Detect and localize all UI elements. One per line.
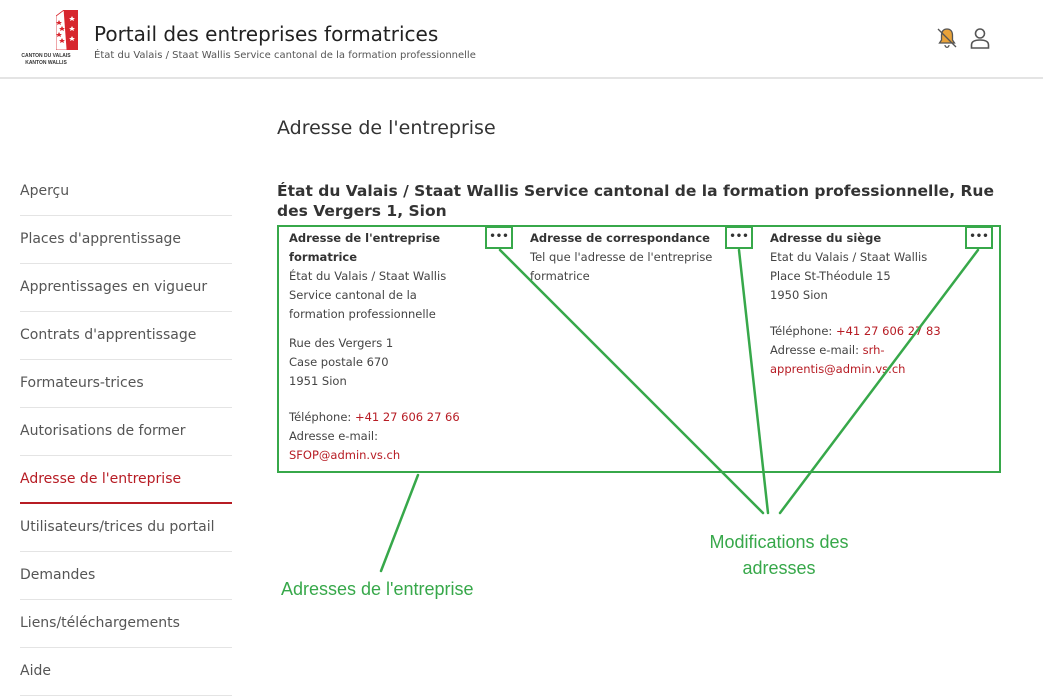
annotation-addresses: Adresses de l'entreprise [281, 579, 474, 599]
annotation-modifications: Modifications des adresses [709, 532, 849, 578]
company-heading: État du Valais / Staat Wallis Service ca… [277, 182, 994, 220]
sidebar-item-autorisations[interactable]: Autorisations de former [20, 408, 232, 456]
address-card-siege: Adresse du siège Etat du Valais / Staat … [770, 229, 970, 379]
bell-icon[interactable] [935, 26, 959, 50]
sidebar-item-apprentissages[interactable]: Apprentissages en vigueur [20, 264, 232, 312]
more-options-button-correspondance[interactable]: ••• [725, 226, 753, 249]
sidebar-item-apercu[interactable]: Aperçu [20, 168, 232, 216]
sidebar-item-aide[interactable]: Aide [20, 648, 232, 696]
address-card-correspondance: Adresse de correspondance Tel que l'adre… [530, 229, 730, 286]
card-street: Place St-Théodule 15 [770, 269, 891, 283]
email-label: Adresse e-mail: [770, 343, 859, 357]
card-city: 1950 Sion [770, 288, 828, 302]
card-title: Adresse de correspondance [530, 231, 710, 245]
card-title: Adresse du siège [770, 231, 882, 245]
sidebar-item-demandes[interactable]: Demandes [20, 552, 232, 600]
page-title: Adresse de l'entreprise [277, 117, 496, 139]
app-title: Portail des entreprises formatrices [94, 22, 439, 46]
email-link[interactable]: SFOP@admin.vs.ch [289, 448, 401, 462]
logo-text-de: KANTON WALLIS [25, 60, 67, 66]
sidebar-item-utilisateurs[interactable]: Utilisateurs/trices du portail [20, 504, 232, 552]
card-city: 1951 Sion [289, 374, 347, 388]
sidebar-item-contrats[interactable]: Contrats d'apprentissage [20, 312, 232, 360]
sidebar-nav: Aperçu Places d'apprentissage Apprentiss… [20, 168, 232, 696]
more-options-button-siege[interactable]: ••• [965, 226, 993, 249]
email-link[interactable]: srh-apprentis@admin.vs.ch [770, 343, 906, 376]
user-icon[interactable] [968, 26, 992, 50]
phone-label: Téléphone: [289, 410, 352, 424]
email-label: Adresse e-mail: [289, 429, 378, 443]
app-subtitle: État du Valais / Staat Wallis Service ca… [94, 50, 476, 61]
more-options-button-formatrice[interactable]: ••• [485, 226, 513, 249]
sidebar-item-adresse[interactable]: Adresse de l'entreprise [20, 456, 232, 504]
card-name: Etat du Valais / Staat Wallis [770, 250, 928, 264]
address-card-formatrice: Adresse de l'entreprise formatrice État … [289, 229, 469, 465]
card-name: État du Valais / Staat Wallis Service ca… [289, 269, 447, 321]
card-street: Rue des Vergers 1 [289, 336, 394, 350]
phone-link[interactable]: +41 27 606 27 66 [354, 410, 460, 424]
canton-logo[interactable]: CANTON DU VALAIS KANTON WALLIS [16, 10, 78, 70]
app-header: CANTON DU VALAIS KANTON WALLIS Portail d… [0, 0, 1043, 79]
address-cards-frame [277, 225, 1001, 473]
valais-shield-icon [56, 10, 78, 50]
card-text: Tel que l'adresse de l'entreprise format… [530, 250, 713, 283]
card-title: Adresse de l'entreprise formatrice [289, 231, 441, 264]
logo-text-fr: CANTON DU VALAIS [21, 53, 71, 59]
card-postbox: Case postale 670 [289, 355, 389, 369]
sidebar-item-formateurs[interactable]: Formateurs-trices [20, 360, 232, 408]
sidebar-item-liens[interactable]: Liens/téléchargements [20, 600, 232, 648]
sidebar-item-places[interactable]: Places d'apprentissage [20, 216, 232, 264]
phone-label: Téléphone: [770, 324, 833, 338]
